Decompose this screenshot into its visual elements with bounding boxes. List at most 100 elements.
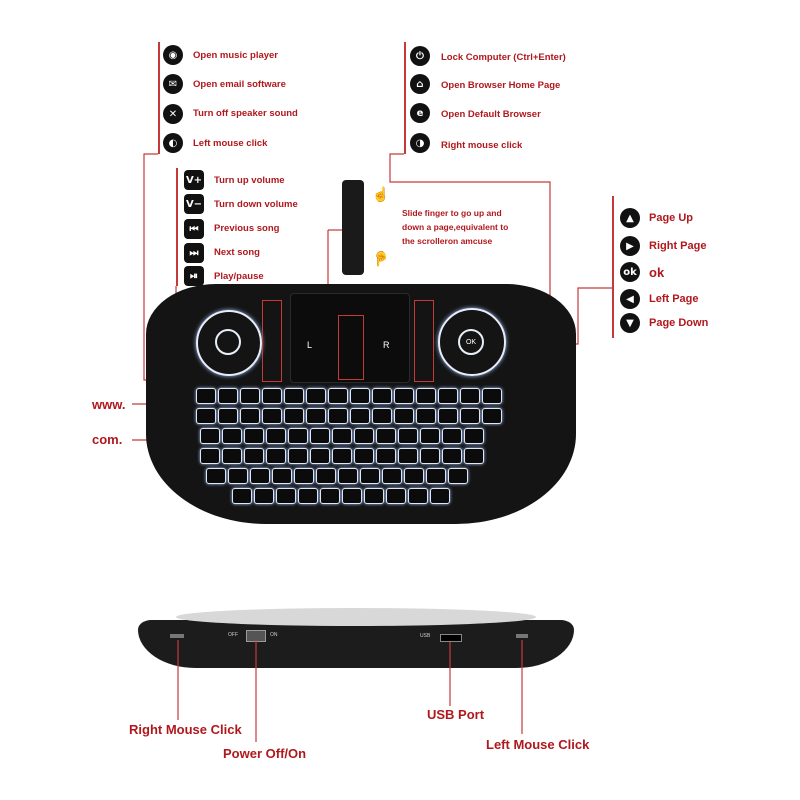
- power-switch[interactable]: [246, 630, 266, 642]
- keyboard-key[interactable]: [442, 448, 462, 464]
- keyboard-key[interactable]: [328, 388, 348, 404]
- keyboard-key[interactable]: [482, 388, 502, 404]
- keyboard-key[interactable]: [272, 468, 292, 484]
- keyboard-key[interactable]: [382, 468, 402, 484]
- touchpad-right-label: R: [383, 340, 390, 350]
- com-label: com.: [92, 432, 123, 447]
- keyboard-key[interactable]: [342, 488, 362, 504]
- keyboard-key[interactable]: [350, 388, 370, 404]
- keyboard-key[interactable]: [364, 488, 384, 504]
- keyboard-key[interactable]: [460, 408, 480, 424]
- keyboard-key[interactable]: [464, 448, 484, 464]
- keyboard-key[interactable]: [394, 388, 414, 404]
- keyboard-key[interactable]: [222, 428, 242, 444]
- touchpad-note: Slide finger to go up and down a page,eq…: [402, 208, 509, 246]
- keyboard-key[interactable]: [306, 408, 326, 424]
- keyboard-key[interactable]: [438, 388, 458, 404]
- keyboard-key[interactable]: [310, 428, 330, 444]
- keyboard-key[interactable]: [416, 408, 436, 424]
- keyboard-key[interactable]: [294, 468, 314, 484]
- keyboard-key[interactable]: [232, 488, 252, 504]
- keyboard-key[interactable]: [218, 408, 238, 424]
- keyboard-key[interactable]: [206, 468, 226, 484]
- keyboard-key[interactable]: [200, 428, 220, 444]
- keyboard-key[interactable]: [430, 488, 450, 504]
- keyboard-key[interactable]: [338, 468, 358, 484]
- touchpad[interactable]: [290, 293, 410, 383]
- keyboard-key[interactable]: [262, 408, 282, 424]
- function-label: Right mouse click: [441, 140, 523, 151]
- keyboard-key[interactable]: [398, 428, 418, 444]
- keyboard-key[interactable]: [310, 448, 330, 464]
- keyboard-key[interactable]: [420, 448, 440, 464]
- touchpad-scroll-strip: [338, 315, 364, 380]
- right-mouse-click-button[interactable]: [170, 634, 184, 638]
- keyboard-key[interactable]: [332, 428, 352, 444]
- usb-port[interactable]: [440, 634, 462, 642]
- ok-button[interactable]: OK: [458, 329, 484, 355]
- keyboard-key[interactable]: [276, 488, 296, 504]
- keyboard-key[interactable]: [284, 408, 304, 424]
- keyboard-key[interactable]: [196, 408, 216, 424]
- function-label: Open email software: [193, 79, 286, 90]
- keyboard-key[interactable]: [460, 388, 480, 404]
- keyboard-key[interactable]: [228, 468, 248, 484]
- keyboard-key[interactable]: [250, 468, 270, 484]
- keyboard-key[interactable]: [316, 468, 336, 484]
- keyboard-key[interactable]: [360, 468, 380, 484]
- navigation-joystick[interactable]: [438, 308, 506, 376]
- keyboard-key[interactable]: [222, 448, 242, 464]
- keyboard-key[interactable]: [240, 388, 260, 404]
- keyboard-key[interactable]: [354, 428, 374, 444]
- keyboard-top-surface: [176, 608, 536, 626]
- keyboard-key[interactable]: [328, 408, 348, 424]
- keyboard-key[interactable]: [376, 448, 396, 464]
- left-mouse-click-label: Left Mouse Click: [486, 737, 590, 752]
- keyboard-key[interactable]: [320, 488, 340, 504]
- keyboard-key[interactable]: [372, 408, 392, 424]
- keyboard-key[interactable]: [350, 408, 370, 424]
- function-label: Previous song: [214, 223, 280, 234]
- keyboard-key[interactable]: [442, 428, 462, 444]
- keyboard-key[interactable]: [394, 408, 414, 424]
- keyboard-key[interactable]: [266, 428, 286, 444]
- keyboard-key[interactable]: [266, 448, 286, 464]
- keyboard-key[interactable]: [284, 388, 304, 404]
- keyboard-key[interactable]: [386, 488, 406, 504]
- keyboard-key[interactable]: [448, 468, 468, 484]
- keyboard-key[interactable]: [218, 388, 238, 404]
- keyboard-key[interactable]: [262, 388, 282, 404]
- keyboard-key[interactable]: [306, 388, 326, 404]
- keyboard-key[interactable]: [416, 388, 436, 404]
- media-joystick-center[interactable]: [215, 329, 241, 355]
- keyboard-key[interactable]: [200, 448, 220, 464]
- keyboard-key[interactable]: [254, 488, 274, 504]
- keyboard-key[interactable]: [196, 388, 216, 404]
- keyboard-key[interactable]: [426, 468, 446, 484]
- usb-port-label: USB Port: [427, 707, 485, 722]
- right-page-icon: ▶: [620, 236, 640, 256]
- keyboard-key[interactable]: [420, 428, 440, 444]
- left-mouse-click-button[interactable]: [516, 634, 528, 638]
- left-side-buttons: [262, 300, 282, 382]
- previous-song-icon: ⏮: [184, 219, 204, 239]
- keyboard-key[interactable]: [408, 488, 428, 504]
- keyboard-key[interactable]: [244, 428, 264, 444]
- function-label: Play/pause: [214, 271, 264, 282]
- keyboard-key[interactable]: [438, 408, 458, 424]
- keyboard-key[interactable]: [332, 448, 352, 464]
- keyboard-key[interactable]: [372, 388, 392, 404]
- function-label: Page Up: [649, 212, 694, 224]
- keyboard-key[interactable]: [376, 428, 396, 444]
- keyboard-key[interactable]: [240, 408, 260, 424]
- keyboard-key[interactable]: [244, 448, 264, 464]
- keyboard-key[interactable]: [354, 448, 374, 464]
- keyboard-key[interactable]: [288, 448, 308, 464]
- keyboard-key[interactable]: [288, 428, 308, 444]
- keyboard-key[interactable]: [404, 468, 424, 484]
- keyboard-key[interactable]: [298, 488, 318, 504]
- keyboard-key[interactable]: [464, 428, 484, 444]
- keyboard-key[interactable]: [398, 448, 418, 464]
- media-joystick[interactable]: [196, 310, 262, 376]
- keyboard-key[interactable]: [482, 408, 502, 424]
